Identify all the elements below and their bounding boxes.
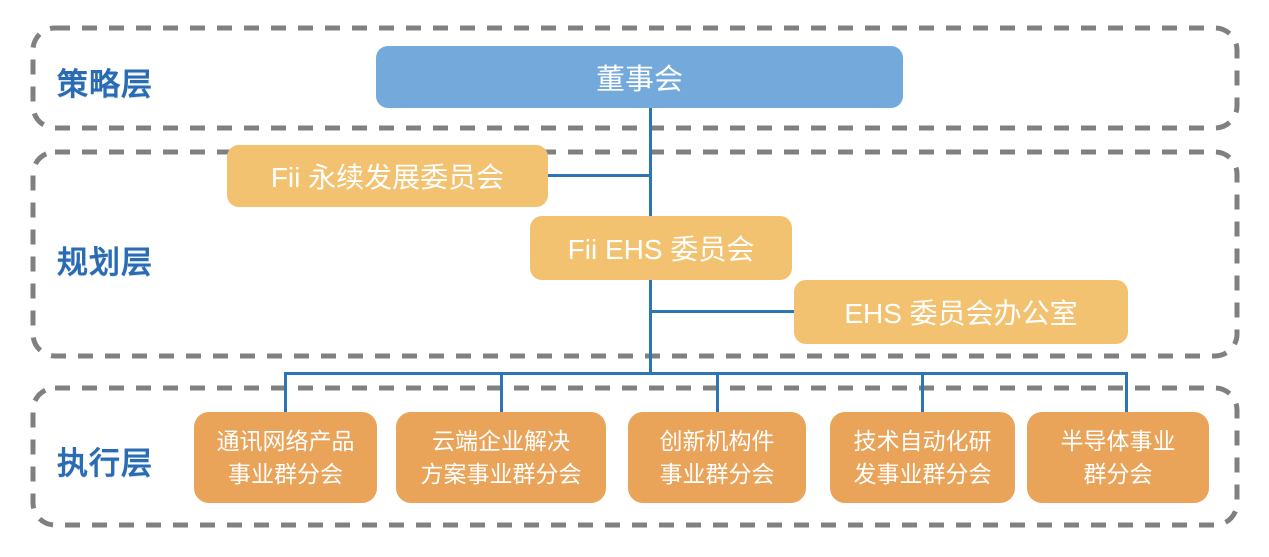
board-node: 董事会	[376, 46, 903, 108]
execution-layer-label: 执行层	[57, 446, 153, 481]
strategy-layer-frame	[30, 25, 1240, 131]
ehs-office-node: EHS 委员会办公室	[794, 280, 1128, 344]
planning-layer-label: 规划层	[57, 245, 153, 280]
division-node-communication-network: 通讯网络产品 事业群分会	[194, 412, 377, 503]
ehs-committee-node: Fii EHS 委员会	[530, 216, 792, 280]
strategy-layer-label: 策略层	[57, 67, 153, 102]
division-node-cloud-enterprise: 云端企业解决 方案事业群分会	[396, 412, 606, 503]
division-node-tech-automation: 技术自动化研 发事业群分会	[830, 412, 1015, 503]
division-node-innovative-components: 创新机构件 事业群分会	[628, 412, 806, 503]
sustainability-committee-node: Fii 永续发展委员会	[227, 145, 548, 207]
execution-layer-frame	[30, 385, 1240, 528]
division-node-semiconductor: 半导体事业 群分会	[1027, 412, 1209, 503]
planning-layer-frame	[30, 149, 1240, 359]
